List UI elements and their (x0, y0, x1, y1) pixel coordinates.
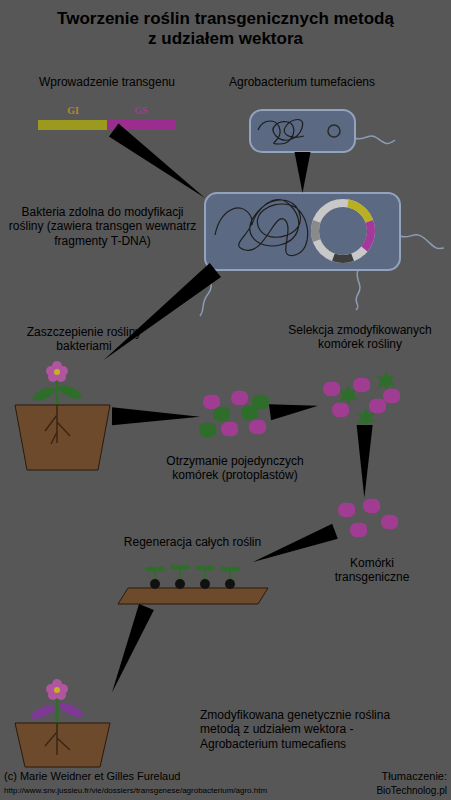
node-label: Selekcja zmodyfikowanych komórek rośliny (285, 323, 435, 352)
plasmid-segment (333, 257, 352, 259)
plasmid (328, 125, 340, 137)
gene-segment (38, 120, 107, 130)
plant-cell (332, 403, 349, 417)
transgene-construct: Wprowadzenie transgenuGIGS (38, 120, 176, 130)
modified-bacterium: Bakteria zdolna do modyfikacji rośliny (… (205, 193, 400, 270)
callus (150, 579, 160, 589)
node-label: Otrzymanie pojedynczych komórek (protopl… (160, 454, 310, 483)
plant-cell (353, 378, 370, 392)
transgenic-plant: Zmodyfikowana genetycznie roślina metodą… (12, 678, 112, 768)
flower-center (54, 369, 60, 375)
node-label: GI (56, 105, 90, 117)
node-label: Wprowadzenie transgenu (27, 75, 187, 89)
seedling-leaf (145, 567, 155, 572)
node-label: Komórki transgeniczne (327, 556, 417, 585)
plant-cell (249, 420, 266, 434)
plant-cell (323, 382, 340, 396)
plant-roots (45, 405, 70, 444)
plasmid-segment (348, 203, 369, 221)
chromosome (215, 200, 308, 256)
plant-cell (369, 399, 386, 413)
protoplast-cluster: Otrzymanie pojedynczych komórek (protopl… (200, 392, 270, 442)
seed-tray (118, 588, 268, 604)
seedling-leaf (220, 567, 230, 572)
plant-cell (231, 391, 248, 405)
node-label: GS (124, 105, 158, 117)
seedling-leaf (155, 567, 165, 572)
bacterium-body (250, 110, 355, 152)
copyright-note: (c) Marie Weidner et Gilles Furelaud (4, 770, 264, 783)
flagellum (356, 270, 360, 310)
wedge-arrow (357, 425, 373, 498)
diagram-title: Tworzenie roślin transgenicznych metodą … (55, 9, 396, 48)
seedling-leaf (195, 566, 205, 571)
transgenic-cell (381, 515, 398, 529)
plant-cell (199, 423, 216, 437)
plasmid-segment (364, 221, 371, 249)
wedge-arrow (112, 407, 200, 425)
plant-cell (252, 395, 269, 409)
wedge-arrow (295, 152, 311, 193)
seedling-leaf (180, 565, 190, 570)
node-label: Regeneracja całych roślin (105, 535, 280, 549)
dead-cell (376, 371, 396, 391)
flower-pot (15, 405, 110, 470)
flagellum (299, 152, 302, 172)
wedge-arrow (269, 404, 318, 420)
transgenic-cell (350, 523, 367, 537)
flagellum (355, 136, 395, 144)
wedge-arrow (109, 124, 205, 198)
bacterium-body (205, 193, 400, 270)
plant-cell (221, 422, 238, 436)
flower-pot (15, 723, 110, 767)
transgenic-cells: Komórki transgeniczne (335, 498, 400, 540)
callus (200, 579, 210, 589)
regeneration-tray: Regeneracja całych roślin (118, 562, 268, 607)
translation-note: Tłumaczenie: (337, 770, 447, 783)
node-label: Agrobacterium tumefaciens (212, 75, 392, 89)
wedge-arrow (112, 604, 154, 693)
gene-segment (107, 120, 176, 130)
seedling-leaf (170, 565, 180, 570)
chromosome (258, 120, 304, 145)
callus (225, 579, 235, 589)
wedge-arrow (253, 524, 338, 562)
plant-cell (203, 395, 220, 409)
callus (175, 579, 185, 589)
source-url: http://www.snv.jussieu.fr/vie/dossiers/t… (4, 786, 334, 796)
node-label: Zmodyfikowana genetycznie roślina metodą… (200, 708, 415, 751)
plant-leaf (57, 700, 85, 720)
seedling-leaf (230, 567, 240, 572)
transgenic-cell (363, 499, 380, 513)
bacterium: Agrobacterium tumefaciens (250, 110, 355, 152)
flower-center (54, 687, 60, 693)
plant-leaf (29, 702, 57, 722)
plasmid-ring (315, 203, 371, 259)
plasmid-segment (315, 221, 317, 240)
plant-leaf (57, 382, 83, 401)
flagellum (400, 235, 444, 249)
wedge-arrow (104, 263, 221, 360)
node-label: Bakteria zdolna do modyfikacji rośliny (… (5, 205, 200, 248)
plant-cell (383, 389, 400, 403)
seedling-leaf (205, 566, 215, 571)
plant-cell (213, 407, 230, 421)
translator-site: BioTechnolog.pl (327, 785, 447, 797)
selection-cluster: Selekcja zmodyfikowanych komórek rośliny (318, 375, 403, 425)
node-label: Zaszczepienie rośliny bakteriami (14, 325, 154, 354)
flagellum (200, 266, 212, 316)
plant-roots (45, 723, 70, 755)
plant-leaf (31, 384, 57, 403)
transgenic-cell (338, 503, 355, 517)
inoculated-plant: Zaszczepienie rośliny bakteriami (12, 360, 112, 472)
